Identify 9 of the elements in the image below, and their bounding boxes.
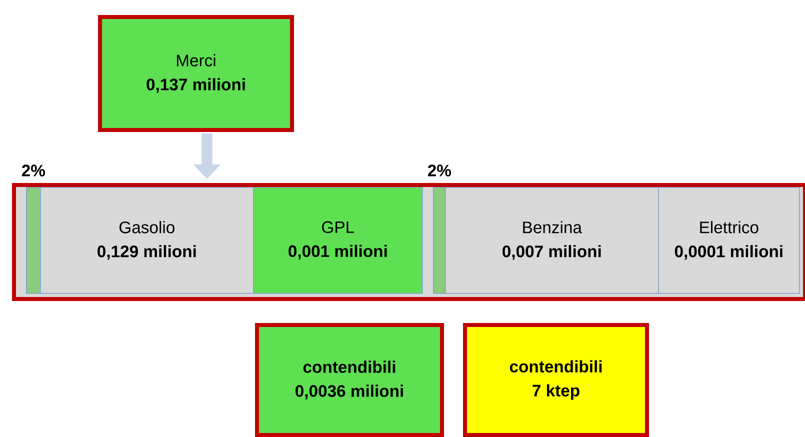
value-box: contendibili 7 ktep bbox=[463, 323, 649, 437]
percent-label: 2% bbox=[22, 164, 46, 176]
fuel-segment: GPL 0,001 milioni bbox=[253, 187, 423, 294]
percent-label: 2% bbox=[428, 164, 452, 176]
fuel-segment: Gasolio 0,129 milioni bbox=[40, 187, 254, 294]
value-box: Merci 0,137 milioni bbox=[98, 15, 294, 132]
fuel-segment: Elettrico 0,0001 milioni bbox=[658, 187, 800, 294]
fuel-segment: Benzina 0,007 milioni bbox=[445, 187, 659, 294]
value-box: contendibili 0,0036 milioni bbox=[255, 323, 444, 437]
